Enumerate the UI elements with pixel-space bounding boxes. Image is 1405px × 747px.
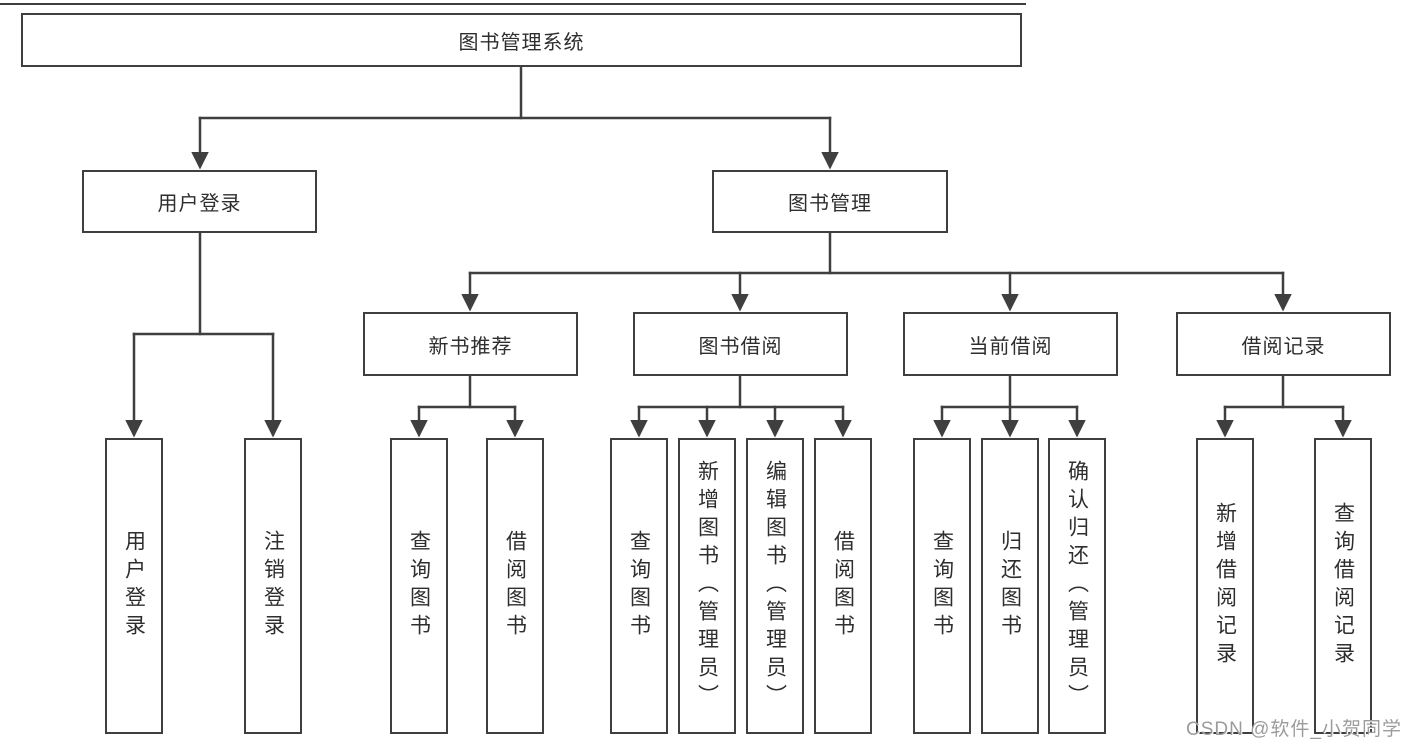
node-label: 查询图书 [930,530,954,642]
node-label: 查询图书 [627,530,651,642]
node-label: 新增借阅记录 [1213,502,1237,670]
node-borrowing-records: 借阅记录 [1176,312,1391,376]
leaf-query-books-recommend: 查询图书 [390,438,448,734]
node-new-book-recommendation: 新书推荐 [363,312,578,376]
node-label: 查询图书 [407,530,431,642]
node-label: 用户登录 [157,193,242,215]
leaf-add-borrow-record: 新增借阅记录 [1196,438,1254,734]
leaf-user-login: 用户登录 [105,438,163,734]
node-label: 图书管理系统 [458,31,585,54]
node-book-borrowing: 图书借阅 [633,312,848,376]
node-user-login: 用户登录 [82,170,317,233]
node-label: 借阅图书 [503,530,527,642]
leaf-query-books-borrowing: 查询图书 [610,438,668,734]
node-label: 编辑图书（管理员） [763,460,787,712]
node-label: 图书管理 [788,193,872,215]
node-label: 用户登录 [122,530,146,642]
leaf-confirm-return-admin: 确认归还（管理员） [1048,438,1106,734]
leaf-return-books: 归还图书 [981,438,1039,734]
node-book-management: 图书管理 [712,170,948,233]
node-label: 当前借阅 [968,335,1053,358]
node-label: 借阅记录 [1241,335,1326,358]
csdn-watermark: CSDN @软件_小贺同学 [1186,719,1402,740]
node-label: 新书推荐 [428,335,513,358]
node-label: 图书借阅 [698,335,783,358]
node-label: 确认归还（管理员） [1065,460,1089,712]
node-label: 查询借阅记录 [1331,502,1355,670]
node-label: 借阅图书 [831,530,855,642]
leaf-query-borrow-record: 查询借阅记录 [1314,438,1372,734]
node-label: 注销登录 [261,530,285,642]
node-label: 归还图书 [998,530,1022,642]
node-label: 新增图书（管理员） [695,460,719,712]
node-library-management-system: 图书管理系统 [21,13,1022,67]
leaf-logout: 注销登录 [244,438,302,734]
node-current-borrowing: 当前借阅 [903,312,1118,376]
leaf-borrow-books-recommend: 借阅图书 [486,438,544,734]
leaf-add-book-admin: 新增图书（管理员） [678,438,736,734]
leaf-query-books-current: 查询图书 [913,438,971,734]
leaf-edit-book-admin: 编辑图书（管理员） [746,438,804,734]
leaf-borrow-books-borrowing: 借阅图书 [814,438,872,734]
